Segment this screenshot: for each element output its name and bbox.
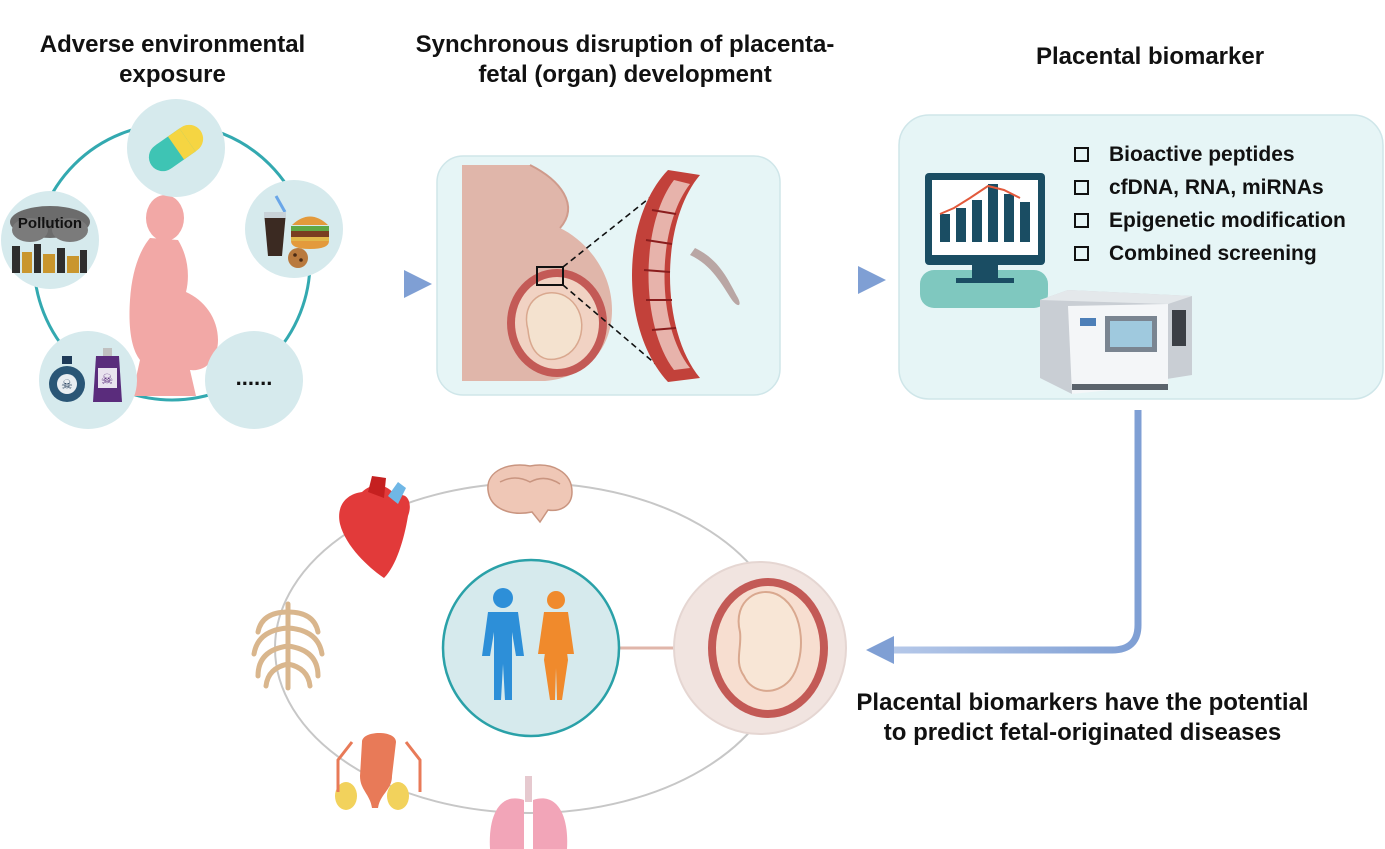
arrow-biomarker-to-fetus	[866, 410, 1142, 664]
monitor-bar	[988, 184, 998, 242]
umbilical-cord-icon	[690, 248, 740, 306]
disruption-heading-line1: Synchronous disruption of placenta-	[415, 31, 835, 58]
svg-text:☠: ☠	[101, 372, 114, 388]
fetus-icon	[737, 591, 802, 692]
exposure-heading-line1: Adverse environmental	[39, 31, 306, 58]
checklist-item-label: Bioactive peptides	[1109, 142, 1295, 166]
lungs-icon	[489, 776, 568, 849]
poison-bottles-icon: ☠ ☠	[49, 348, 122, 402]
pill-icon	[148, 124, 204, 172]
pollution-circle	[1, 191, 99, 289]
biomarker-panel	[898, 114, 1384, 400]
organ-cluster	[251, 464, 847, 849]
checkbox-icon	[1074, 180, 1089, 195]
zoom-box	[536, 266, 564, 286]
monitor-stand-base	[920, 270, 1048, 308]
conclusion-heading-line2: to predict fetal-originated diseases	[883, 719, 1282, 746]
fast-food-icon	[264, 195, 329, 268]
biomarker-heading: Placental biomarker	[1000, 42, 1300, 72]
monitor-bar	[1020, 202, 1030, 242]
analyzer-machine-icon	[1040, 290, 1192, 394]
monitor-trend-line	[939, 184, 1021, 215]
pregnant-woman-icon	[129, 195, 218, 396]
monitor-bar	[972, 200, 982, 242]
pollution-icon	[10, 206, 90, 273]
placenta-panel	[436, 155, 781, 396]
reproductive-organ-icon	[335, 733, 422, 810]
checklist-item: Epigenetic modification	[1074, 204, 1346, 237]
biomarker-heading-text: Placental biomarker	[1035, 43, 1265, 70]
female-figure-icon	[538, 591, 574, 700]
checklist-item-label: Epigenetic modification	[1109, 208, 1346, 232]
conclusion-heading: Placental biomarkers have the potential …	[820, 688, 1345, 748]
fetus-small-icon	[525, 292, 583, 361]
biomarker-checklist: Bioactive peptides cfDNA, RNA, miRNAs Ep…	[1074, 138, 1346, 270]
poison-circle	[39, 331, 137, 429]
exposure-heading-line2: exposure	[119, 61, 226, 88]
disruption-heading-line2: fetal (organ) development	[478, 61, 772, 88]
checklist-item-label: Combined screening	[1109, 241, 1317, 265]
checkbox-icon	[1074, 213, 1089, 228]
checklist-item: Bioactive peptides	[1074, 138, 1346, 171]
brain-icon	[487, 464, 573, 524]
checklist-item-label: cfDNA, RNA, miRNAs	[1109, 175, 1324, 199]
male-figure-icon	[482, 588, 524, 700]
checkbox-icon	[1074, 246, 1089, 261]
placenta-cross-section-icon	[632, 170, 700, 382]
exposure-cluster: Pollution ☠ ☠ ......	[1, 99, 343, 429]
pollution-label: Pollution	[18, 215, 82, 232]
monitor-bar	[1004, 194, 1014, 242]
svg-text:☠: ☠	[61, 378, 73, 393]
rib-cage-icon	[251, 601, 325, 691]
heart-icon	[339, 476, 410, 578]
monitor-bar	[940, 214, 950, 242]
checkbox-icon	[1074, 147, 1089, 162]
conclusion-heading-line1: Placental biomarkers have the potential	[856, 689, 1309, 716]
more-label: ......	[236, 365, 273, 390]
monitor-bar	[956, 208, 966, 242]
monitor-bar-chart	[940, 184, 1030, 242]
checklist-item: cfDNA, RNA, miRNAs	[1074, 171, 1346, 204]
exposure-heading: Adverse environmental exposure	[20, 30, 325, 90]
more-circle	[205, 331, 303, 429]
checklist-item: Combined screening	[1074, 237, 1346, 270]
disruption-heading: Synchronous disruption of placenta- feta…	[385, 30, 865, 90]
human-figures-circle	[441, 558, 621, 738]
